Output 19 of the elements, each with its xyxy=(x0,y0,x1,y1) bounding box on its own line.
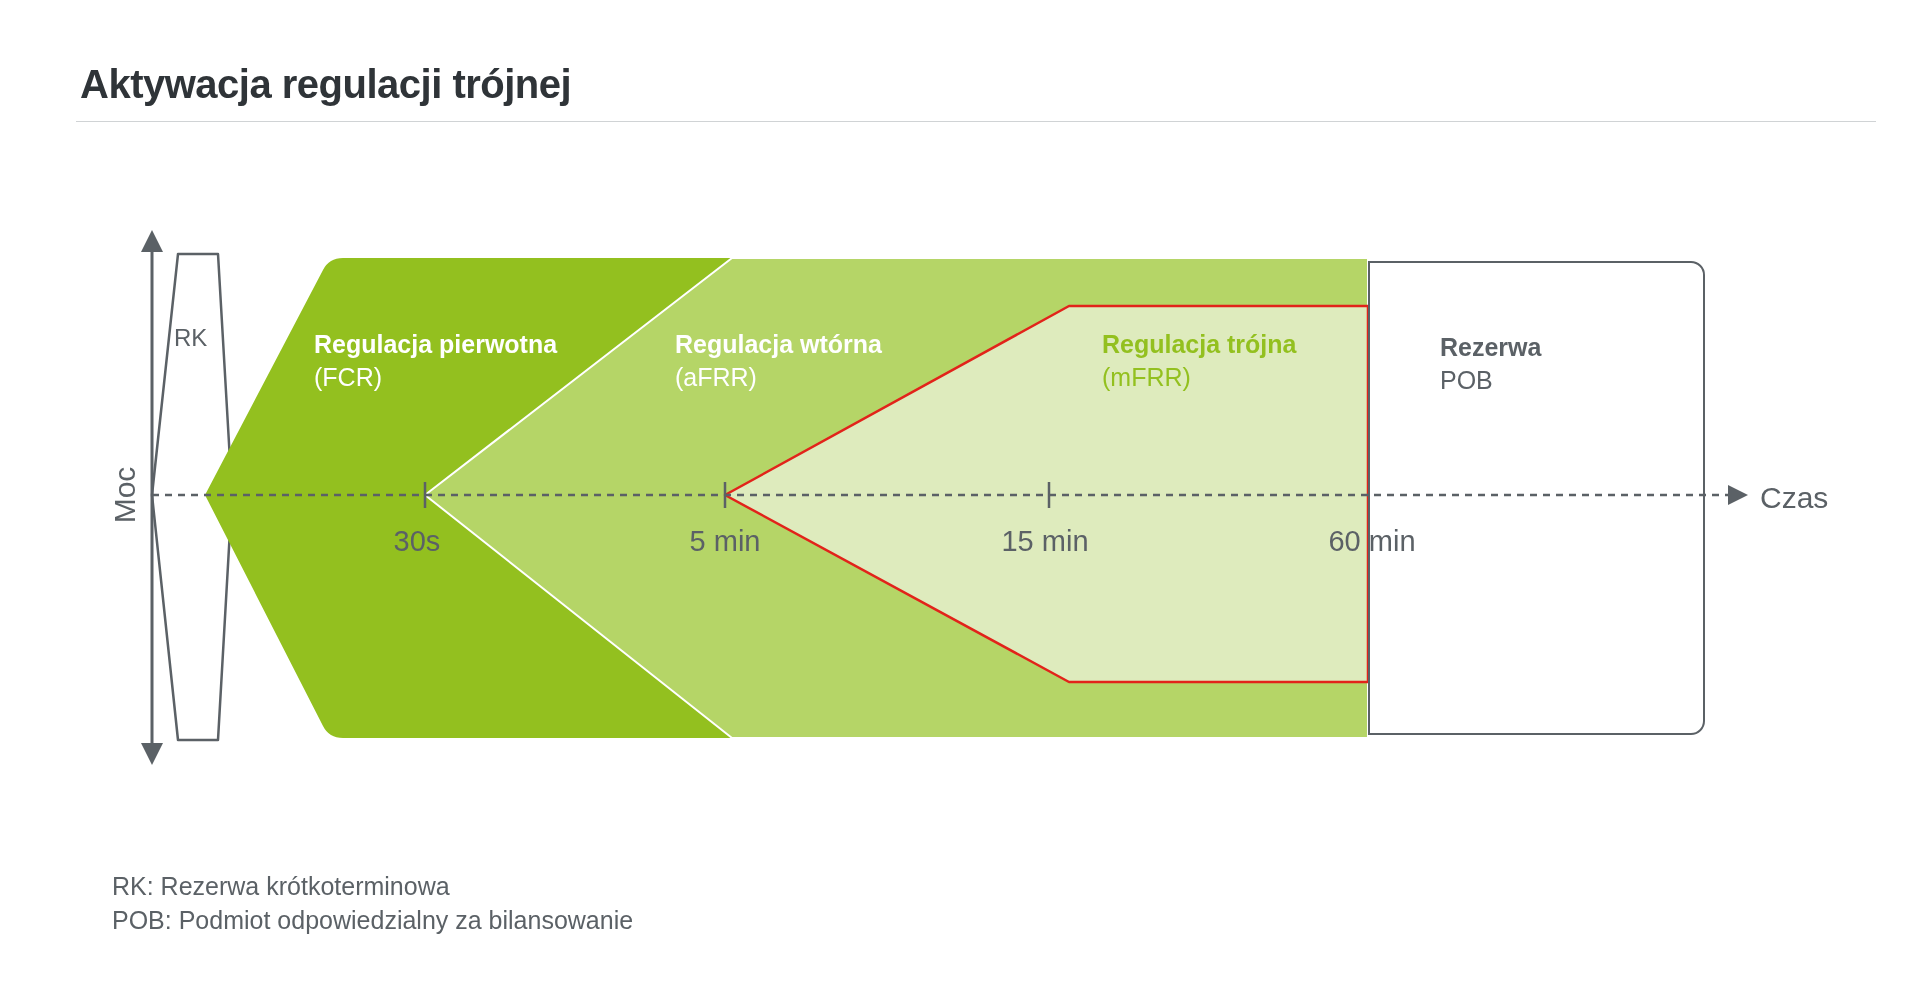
axis-label: Czas xyxy=(1760,480,1829,516)
node-subtext: (FCR) xyxy=(314,361,384,393)
node-heading: Regulacja wtórna xyxy=(675,329,882,360)
node-subtext: POB xyxy=(1440,364,1494,396)
node-subtext: (aFRR) xyxy=(675,361,758,393)
node-label: RK xyxy=(174,323,208,353)
tick-label: 30s xyxy=(393,524,441,559)
footnote: POB: Podmiot odpowiedzialny za bilansowanie xyxy=(112,905,634,935)
node-heading: Rezerwa xyxy=(1440,332,1542,363)
node-heading: Regulacja trójna xyxy=(1102,329,1297,360)
reserve-box xyxy=(1368,261,1705,735)
tick-label: 5 min xyxy=(689,524,761,559)
node-heading: Regulacja pierwotna xyxy=(314,329,558,360)
node-subtext: (mFRR) xyxy=(1102,361,1192,393)
diagram-title: Aktywacja regulacji trójnej xyxy=(80,62,572,107)
footnote: RK: Rezerwa krótkoterminowa xyxy=(112,871,450,901)
tick-label: 60 min xyxy=(1328,524,1416,559)
tick-label: 15 min xyxy=(1001,524,1089,559)
axis-label: Moc xyxy=(107,466,142,524)
